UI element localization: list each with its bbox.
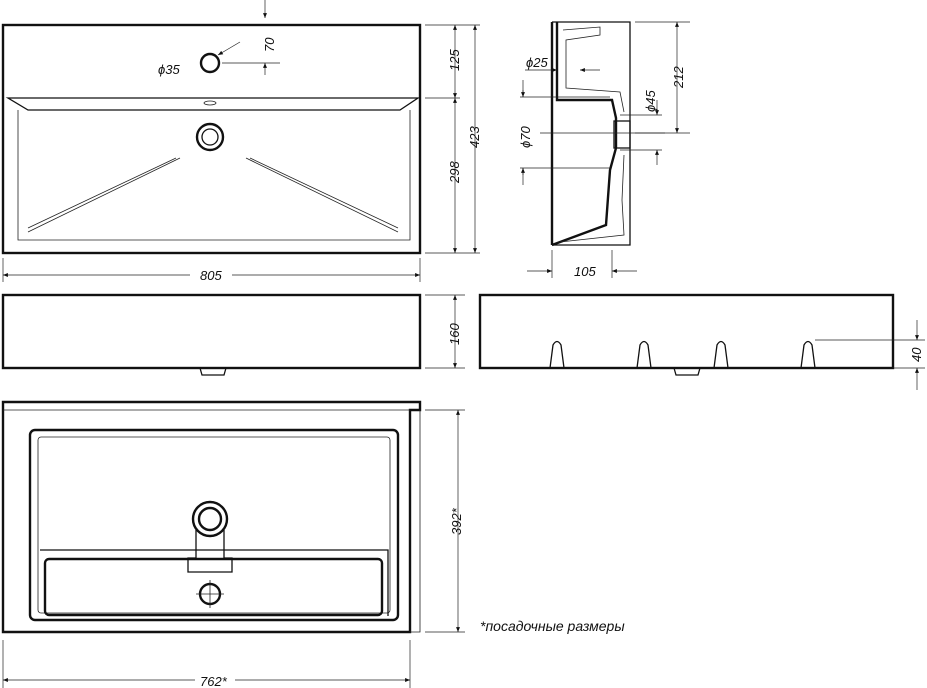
dim-mount-width: 762* <box>200 674 228 688</box>
dim-mount-depth: 392* <box>449 507 464 535</box>
dim-basin: 298 <box>447 161 462 184</box>
front-view: 160 <box>1 293 465 376</box>
section-view: ϕ25 212 ϕ45 ϕ70 105 <box>518 21 690 279</box>
dim-width: 805 <box>200 268 222 283</box>
dim-height: 212 <box>671 66 686 89</box>
mounting-dimensions-note: *посадочные размеры <box>480 618 625 634</box>
dim-depth: 105 <box>574 264 596 279</box>
dim-rim: 125 <box>447 49 462 71</box>
dim-drain: ϕ70 <box>518 126 533 148</box>
dim-drain-outer: ϕ45 <box>643 90 658 112</box>
side-view: 40 <box>478 293 925 390</box>
dim-slot: 40 <box>909 347 924 362</box>
dim-overflow: ϕ25 <box>526 55 548 70</box>
bottom-view: 392* 762* *посадочные размеры <box>1 400 625 688</box>
dim-total-depth: 423 <box>467 126 482 148</box>
top-view: 70 ϕ35 125 298 423 805 <box>1 0 482 283</box>
dim-tap-offset: 70 <box>262 37 277 52</box>
dim-tap-diameter: ϕ35 <box>158 62 180 77</box>
dim-front-height: 160 <box>447 323 462 345</box>
